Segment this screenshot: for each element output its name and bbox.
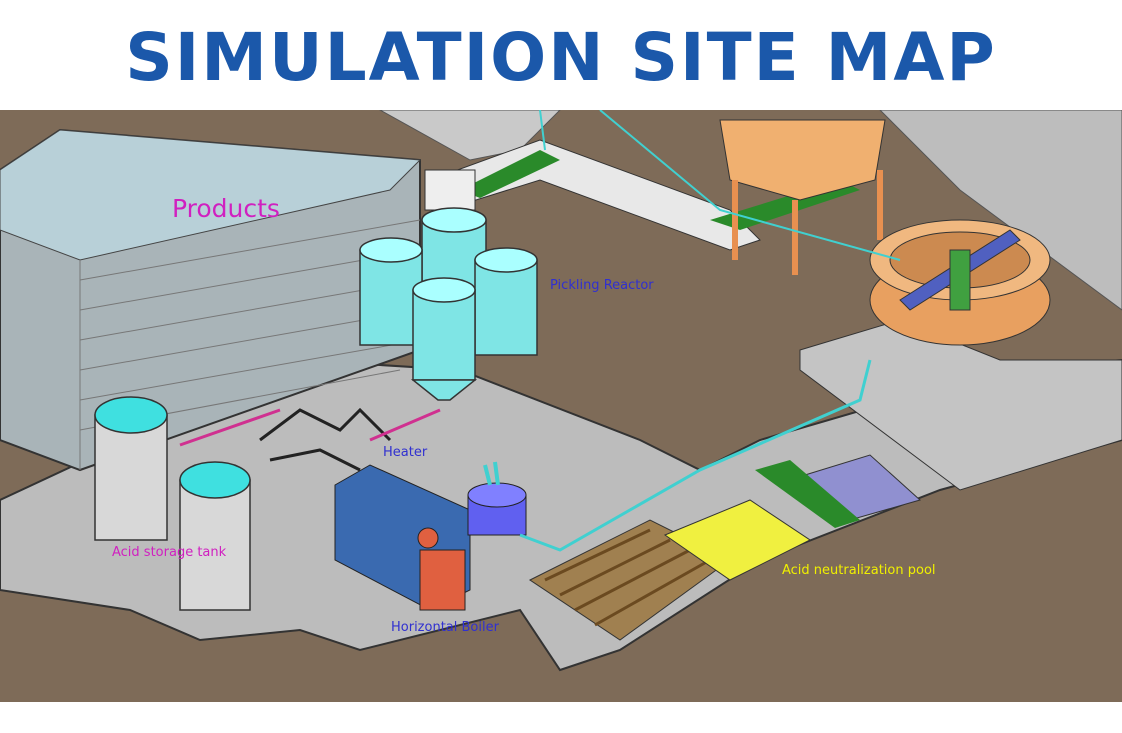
acid-pipe <box>179 408 441 447</box>
platform-top-right <box>879 110 1122 311</box>
green-channel <box>755 460 860 528</box>
drying-bed-logs <box>544 528 711 627</box>
label-heater: Heater <box>383 445 428 460</box>
site-map-illustration <box>0 110 1122 672</box>
acid-neutralization-pool <box>663 499 811 581</box>
horizontal-boiler <box>334 464 471 611</box>
concrete-platform <box>0 358 1122 672</box>
site-map: Products Pickling Reactor Heater Acid st… <box>0 110 1122 702</box>
acid-storage-tanks <box>94 396 251 611</box>
overhead-pipe <box>539 110 901 261</box>
label-acid-neutralization-pool: Acid neutralization pool <box>782 563 936 578</box>
label-horizontal-boiler: Horizontal Boiler <box>391 620 499 635</box>
label-products: Products <box>172 194 280 223</box>
page-title: SIMULATION SITE MAP <box>125 19 997 96</box>
warehouse-roof <box>0 129 422 261</box>
label-acid-storage-tank: Acid storage tank <box>112 545 227 560</box>
silo-hopper <box>719 119 886 201</box>
dissolving-tank <box>467 461 527 536</box>
water-pipe <box>519 359 872 552</box>
conveyor-belt <box>460 150 560 198</box>
label-pickling-reactor: Pickling Reactor <box>550 278 654 293</box>
heater-piping <box>259 407 392 472</box>
silo-legs <box>732 170 883 275</box>
thickener-tank <box>869 219 1051 346</box>
hopper-box <box>424 169 476 211</box>
pickling-reactors <box>359 207 538 401</box>
